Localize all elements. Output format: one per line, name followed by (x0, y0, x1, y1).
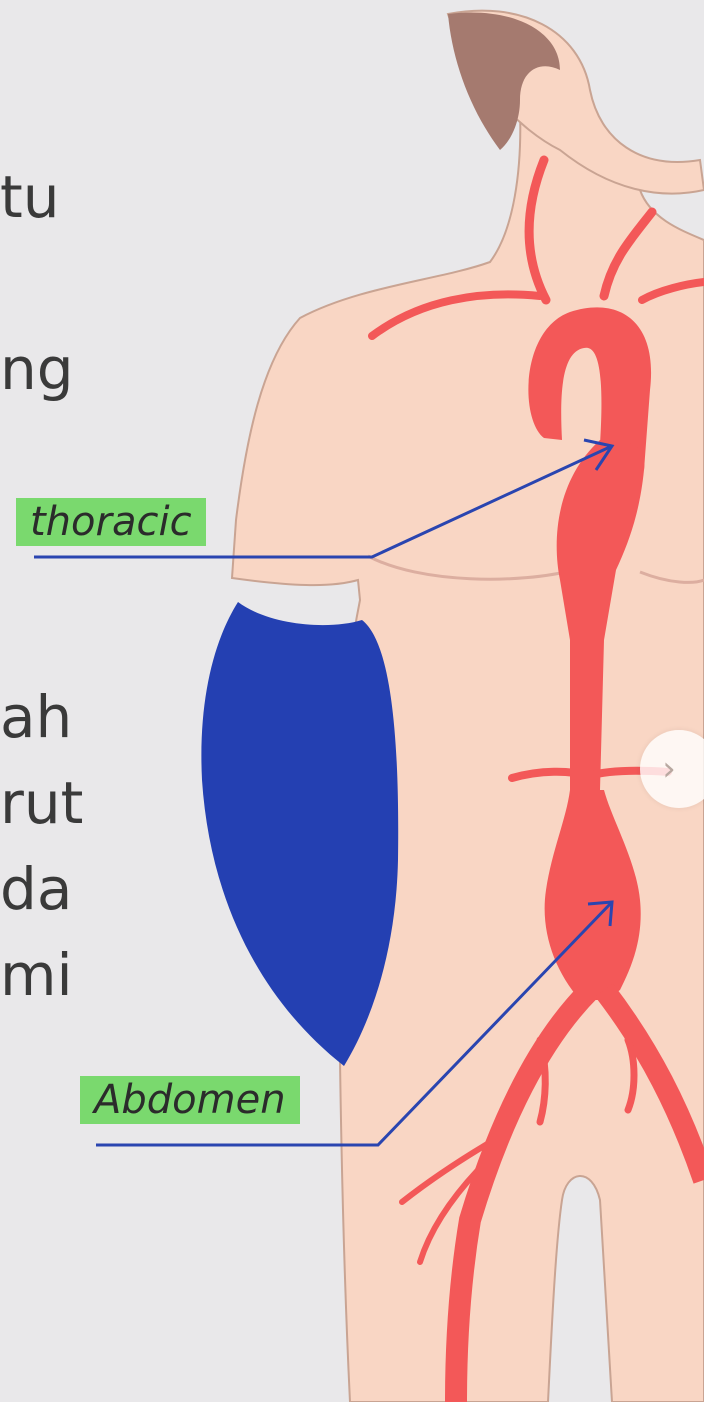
body-text-fragment: tu (0, 168, 60, 226)
label-abdomen: Abdomen (80, 1076, 300, 1124)
body-text-fragment: rut (0, 774, 83, 832)
body-text-fragment: mi (0, 946, 73, 1004)
chevron-right-icon: › (662, 749, 676, 789)
label-thoracic: thoracic (16, 498, 206, 546)
arm-blue (201, 602, 398, 1066)
body-text-fragment: ah (0, 688, 72, 746)
body-text-fragment: da (0, 860, 72, 918)
body-text-fragment: ng (0, 340, 74, 398)
